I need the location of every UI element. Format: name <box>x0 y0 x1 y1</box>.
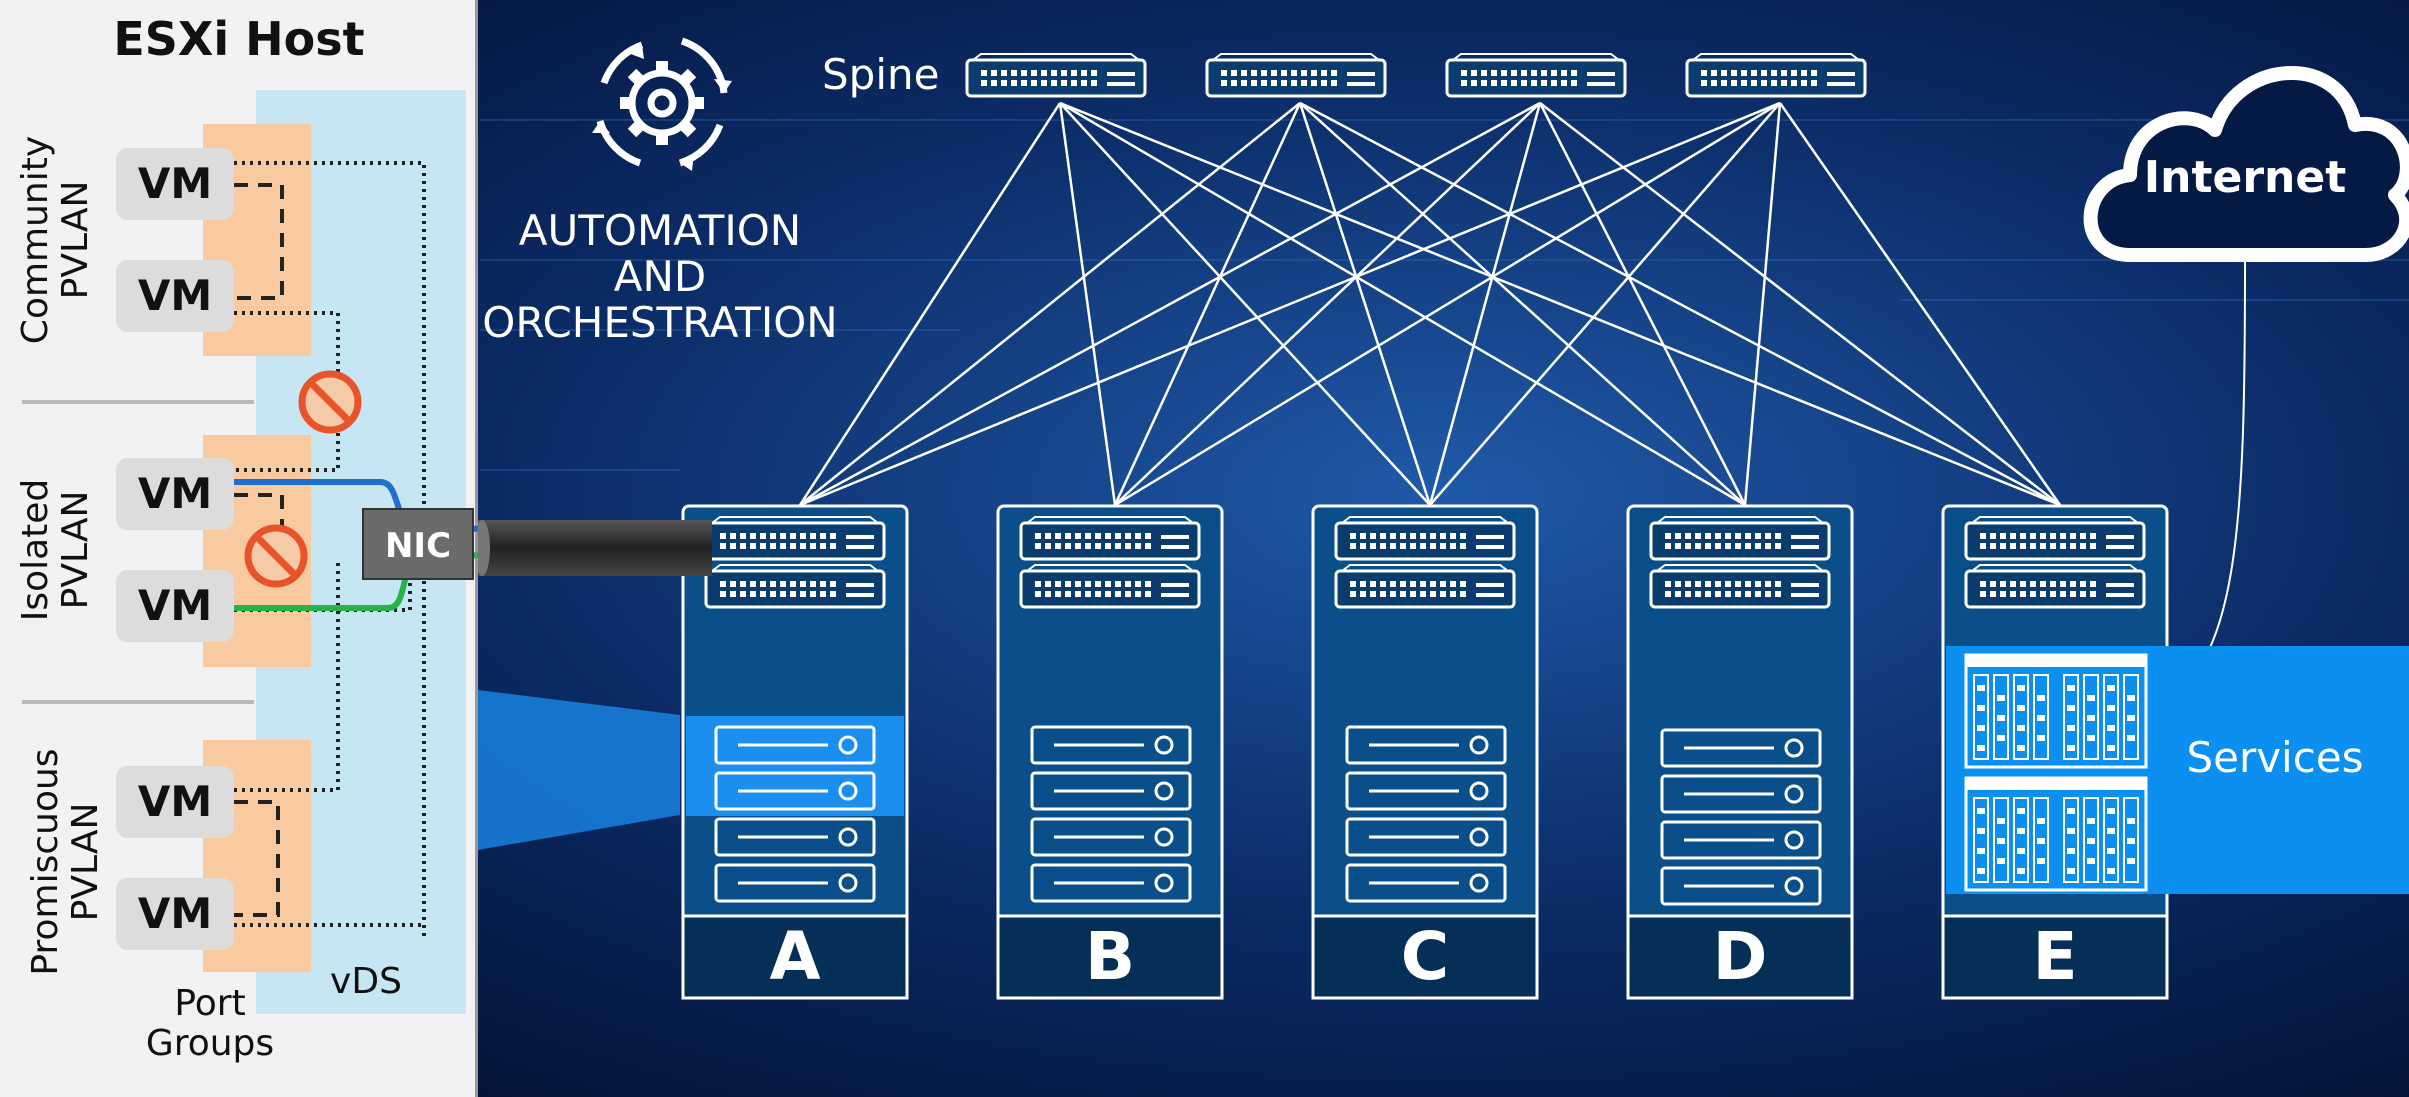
services-label: Services <box>2186 733 2364 782</box>
nic-adapter: NIC <box>362 508 474 580</box>
rack-label-d: D <box>1712 918 1768 995</box>
automation-label-line1: AUTOMATION <box>518 206 802 255</box>
spine-label: Spine <box>822 50 940 99</box>
automation-label-line3: ORCHESTRATION <box>482 298 838 347</box>
rack-a <box>681 504 909 1000</box>
community-vm-1: VM <box>116 148 234 220</box>
spine-leaf-links <box>798 101 2062 507</box>
automation-label-line2: AND <box>613 252 707 301</box>
spine-switch-2 <box>1205 52 1387 98</box>
esxi-host-title: ESXi Host <box>113 12 365 66</box>
rack-label-c: C <box>1400 918 1450 995</box>
uplink-cable <box>474 520 712 576</box>
promiscuous-vm-2: VM <box>116 878 234 950</box>
internet-label: Internet <box>2143 152 2347 203</box>
spine-switch-4 <box>1685 52 1867 98</box>
gear-cycle-icon <box>592 37 732 171</box>
vds-label: vDS <box>330 961 402 1002</box>
block-icon <box>298 370 362 434</box>
spine-switch-3 <box>1445 52 1627 98</box>
rack-b <box>996 504 1224 1000</box>
rack-label-e: E <box>2032 918 2078 995</box>
rack-c <box>1311 504 1539 1000</box>
internet-cloud <box>2083 66 2409 262</box>
rack-label-a: A <box>769 918 821 995</box>
rack-e <box>1941 504 2409 1000</box>
isolated-vm-2: VM <box>116 570 234 642</box>
host-highlight-beam <box>478 690 680 850</box>
group-separator <box>22 400 254 404</box>
promiscuous-vm-1: VM <box>116 766 234 838</box>
isolated-vm-1: VM <box>116 458 234 530</box>
group-separator <box>22 700 254 704</box>
community-vm-2: VM <box>116 260 234 332</box>
spine-switch-1 <box>965 52 1147 98</box>
block-icon <box>244 524 308 588</box>
rack-d <box>1626 504 1854 1000</box>
rack-label-b: B <box>1084 918 1136 995</box>
